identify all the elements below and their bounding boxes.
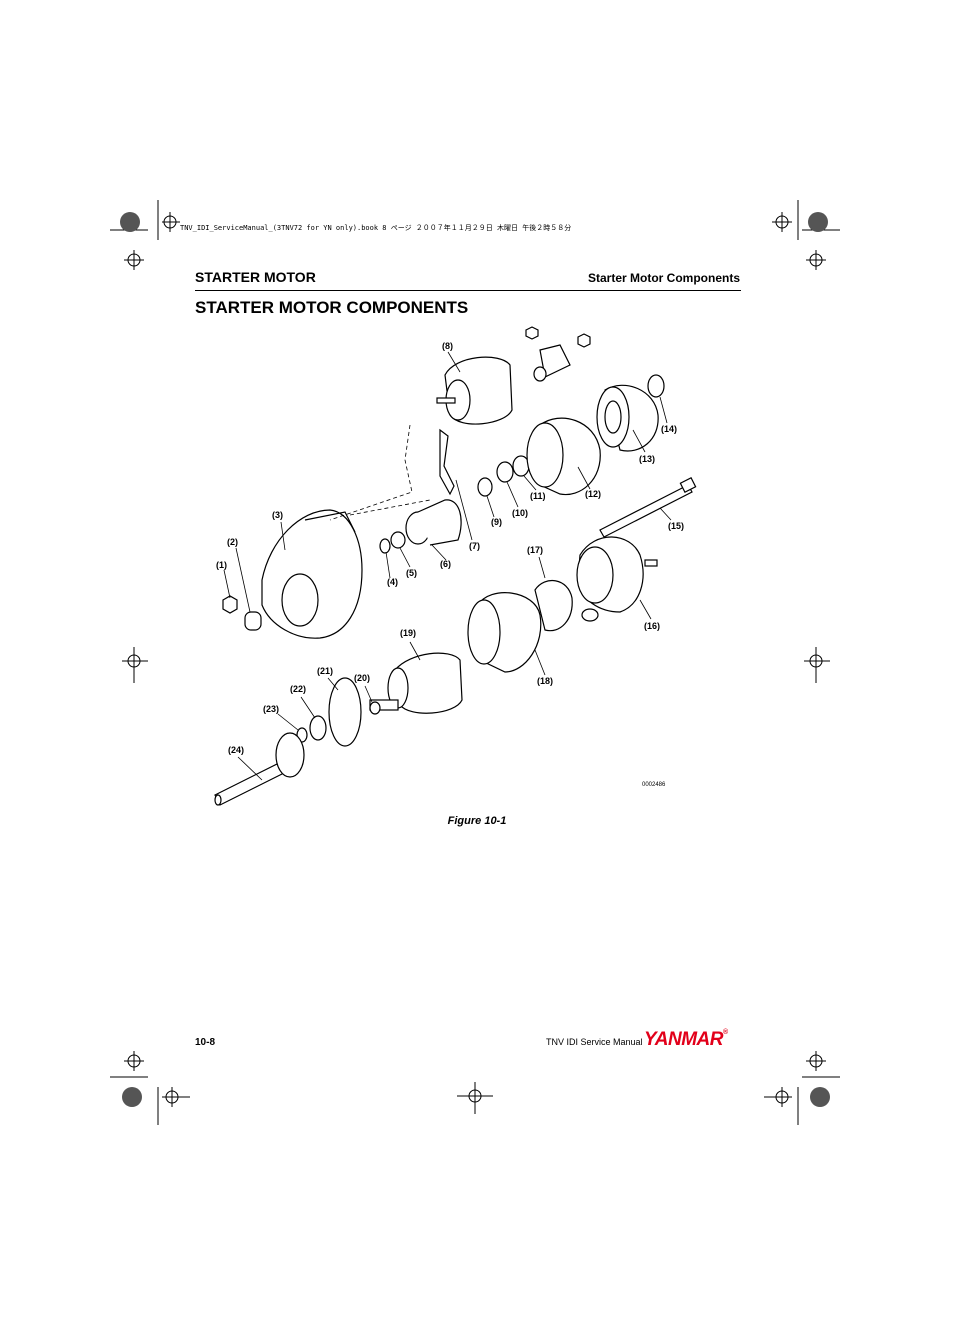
registration-mark-top-right — [772, 200, 840, 270]
part-label-14: (14) — [661, 424, 677, 434]
part-label-24: (24) — [228, 745, 244, 755]
part-label-1: (1) — [216, 560, 227, 570]
registration-mark-right-middle — [804, 647, 830, 683]
registration-mark-bottom-right — [764, 1051, 840, 1125]
registration-mark-bottom-center — [457, 1082, 493, 1114]
registration-mark-left-middle — [122, 647, 148, 683]
starter-motor-exploded-diagram: (1) (2) (3) (4) (5) (6) (7) (8) (9) (10)… — [214, 326, 697, 806]
subsection-header: Starter Motor Components — [587, 271, 740, 285]
part-label-12: (12) — [585, 489, 601, 499]
part-label-8: (8) — [442, 341, 453, 351]
part-label-21: (21) — [317, 666, 333, 676]
brand-name: YANMAR — [644, 1029, 723, 1050]
section-header: STARTER MOTOR — [195, 269, 316, 285]
part-label-6: (6) — [440, 559, 451, 569]
print-slug: TNV_IDI_ServiceManual_(3TNV72 for YN onl… — [180, 224, 572, 232]
part-label-7: (7) — [469, 541, 480, 551]
manual-name: TNV IDI Service Manual — [546, 1037, 643, 1047]
part-label-9: (9) — [491, 517, 502, 527]
brand-registered-mark: ® — [722, 1029, 728, 1036]
header-rule — [195, 290, 741, 291]
part-label-15: (15) — [668, 521, 684, 531]
part-label-5: (5) — [406, 568, 417, 578]
part-label-13: (13) — [639, 454, 655, 464]
part-label-10: (10) — [512, 508, 528, 518]
part-label-2: (2) — [227, 537, 238, 547]
yanmar-logo: YANMAR® — [644, 1029, 728, 1051]
part-label-18: (18) — [537, 676, 553, 686]
page-title: STARTER MOTOR COMPONENTS — [195, 298, 469, 317]
figure-image-code: 0002486 — [642, 782, 666, 788]
figure-caption: Figure 10-1 — [447, 815, 507, 827]
page-number: 10-8 — [195, 1037, 216, 1048]
part-label-4: (4) — [387, 577, 398, 587]
part-label-3: (3) — [272, 510, 283, 520]
part-label-22: (22) — [290, 684, 306, 694]
part-label-23: (23) — [263, 704, 279, 714]
part-label-17: (17) — [527, 545, 543, 555]
registration-mark-bottom-left — [110, 1051, 190, 1125]
registration-mark-top-left — [110, 200, 180, 270]
part-label-19: (19) — [400, 628, 416, 638]
part-label-20: (20) — [354, 673, 370, 683]
part-label-16: (16) — [644, 621, 660, 631]
part-label-11: (11) — [530, 491, 546, 501]
